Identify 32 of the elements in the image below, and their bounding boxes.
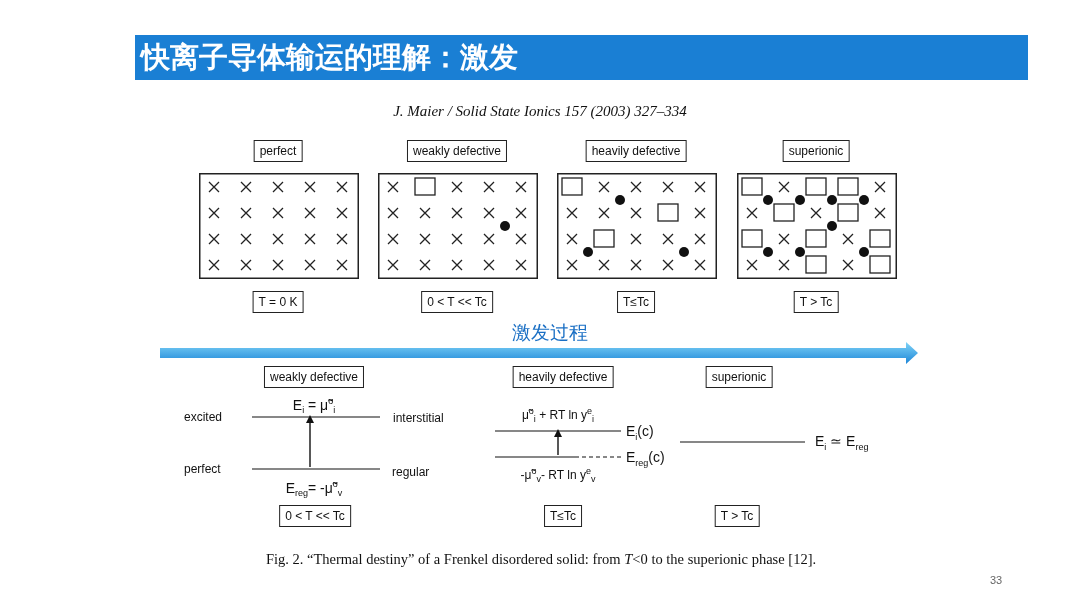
section-label: 激发过程 — [512, 321, 588, 343]
energy-formula: E$_{i}$(c) — [626, 423, 654, 444]
label-box: weakly defective — [264, 366, 364, 388]
level-label: excited — [184, 410, 223, 424]
label-box: T > Tc — [714, 505, 760, 527]
caption: Fig. 2. “Thermal destiny” of a Frenkel disordered solid: from T<0 to the superionic phase [12]. — [265, 551, 817, 568]
label-box: superionic — [705, 366, 773, 388]
label-box: superionic — [782, 140, 850, 162]
label-box: heavily defective — [512, 366, 614, 388]
label-box: 0 < T << Tc — [421, 291, 493, 313]
label-box: perfect — [253, 140, 303, 162]
page-number: 33 — [990, 573, 1003, 587]
arrow — [306, 415, 314, 468]
energy-level-line — [251, 468, 381, 470]
energy-formula: E$_{reg}$(c) — [626, 449, 665, 470]
level-label: perfect — [184, 462, 221, 476]
label-box: T = 0 K — [252, 291, 304, 313]
arrow — [554, 429, 562, 456]
energy-level-line — [679, 441, 806, 443]
label-box: T≤Tc — [617, 291, 655, 313]
label-box: T≤Tc — [544, 505, 582, 527]
energy-level-line — [494, 430, 622, 432]
energy-level-line — [494, 456, 622, 458]
level-label: interstitial — [393, 411, 444, 425]
title: 快离子导体输运的理解：激发 — [141, 40, 518, 74]
energy-formula: E$_{i}$ ≃ E$_{reg}$ — [815, 433, 869, 454]
label-box: T > Tc — [793, 291, 839, 313]
label-box: weakly defective — [407, 140, 507, 162]
energy-level-line — [251, 416, 381, 418]
label-box: heavily defective — [585, 140, 687, 162]
citation: J. Maier / Solid State Ionics 157 (2003) 327–334 — [393, 103, 687, 119]
label-box: 0 < T << Tc — [279, 505, 351, 527]
